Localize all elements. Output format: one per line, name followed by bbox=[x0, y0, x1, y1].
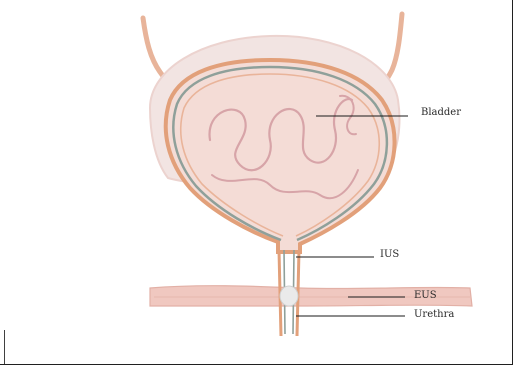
label-ius: IUS bbox=[380, 249, 399, 261]
label-bladder: Bladder bbox=[421, 107, 461, 119]
label-urethra: Urethra bbox=[414, 309, 454, 321]
label-eus: EUS bbox=[414, 290, 437, 302]
external-sphincter bbox=[280, 286, 298, 306]
